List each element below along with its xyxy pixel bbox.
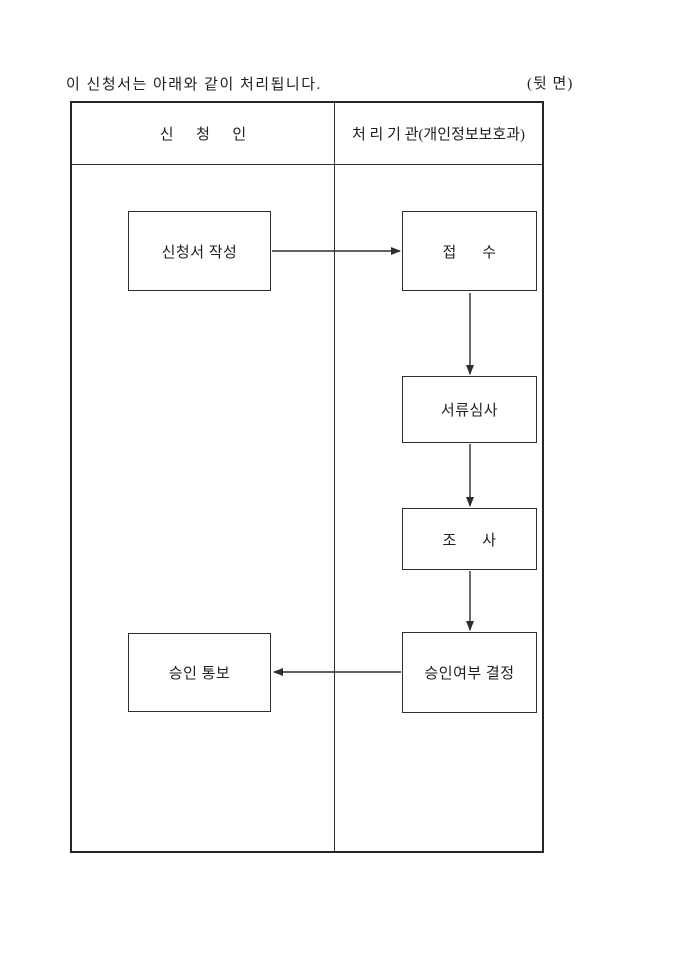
column-divider-line: [334, 103, 335, 851]
flow-node-document-review: 서류심사: [402, 376, 537, 443]
flow-node-approval-decision: 승인여부 결정: [402, 632, 537, 713]
flow-node-write-application: 신청서 작성: [128, 211, 271, 291]
flow-node-approval-notice: 승인 통보: [128, 633, 271, 712]
column-header-agency: 처 리 기 관(개인정보보호과): [351, 127, 526, 143]
flow-node-receive: 접 수: [402, 211, 537, 291]
back-side-label: (뒷 면): [527, 76, 574, 92]
header-divider-line: [72, 164, 542, 165]
flow-node-investigation: 조 사: [402, 508, 537, 570]
processing-note-text: 이 신청서는 아래와 같이 처리됩니다.: [66, 77, 322, 93]
process-table-border: [70, 101, 544, 853]
column-header-applicant: 신 청 인: [159, 127, 247, 143]
